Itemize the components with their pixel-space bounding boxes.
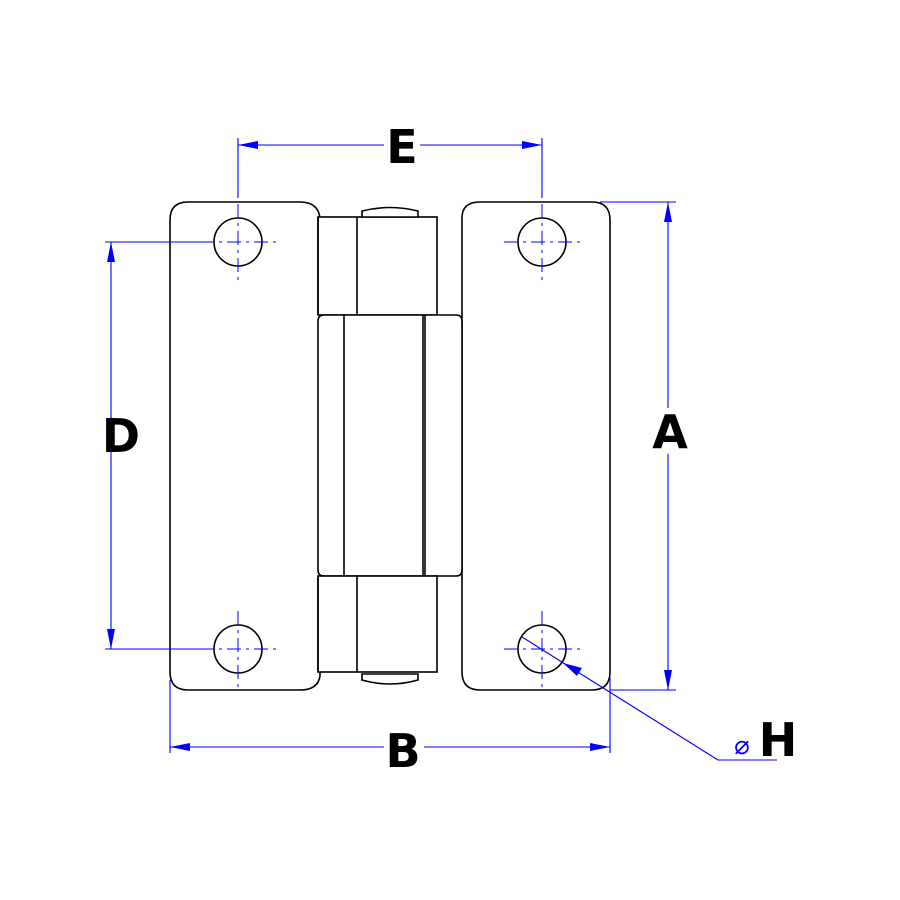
mounting-hole-top-right (504, 204, 580, 280)
dimension-e: E (237, 120, 543, 198)
arrowhead-icon (664, 202, 672, 222)
arrowhead-icon (664, 670, 672, 690)
arrowhead-icon (107, 629, 115, 649)
label-background (384, 726, 424, 770)
pin-cap-top (361, 206, 419, 218)
knuckle-mask (319, 222, 356, 314)
dimension-h-leader: ⌀ H (521, 636, 798, 767)
arrowhead-icon (522, 141, 542, 149)
dimension-b: B (169, 678, 611, 778)
arrowhead-icon (590, 743, 610, 751)
arrowhead-icon (563, 663, 582, 676)
arrowhead-icon (107, 242, 115, 262)
label-e: E (386, 120, 417, 174)
arrowhead-icon (238, 141, 258, 149)
pin-cap-bottom (361, 673, 419, 685)
diameter-symbol: ⌀ (734, 731, 750, 761)
right-leaf (461, 201, 611, 691)
label-b: B (385, 724, 420, 778)
label-d: D (102, 409, 140, 463)
knuckle-middle (317, 314, 463, 577)
label-h: H (759, 713, 798, 767)
label-background (648, 408, 690, 454)
label-background (384, 122, 420, 166)
mounting-hole-top-left (200, 204, 276, 280)
dimension-a: A (600, 201, 690, 691)
knuckle-mask (319, 577, 356, 670)
left-leaf (169, 201, 321, 691)
arrowhead-icon (170, 743, 190, 751)
label-a: A (652, 405, 688, 459)
mounting-hole-bottom-left (200, 611, 276, 687)
leader-line (521, 636, 719, 761)
dimension-d: D (102, 241, 200, 650)
